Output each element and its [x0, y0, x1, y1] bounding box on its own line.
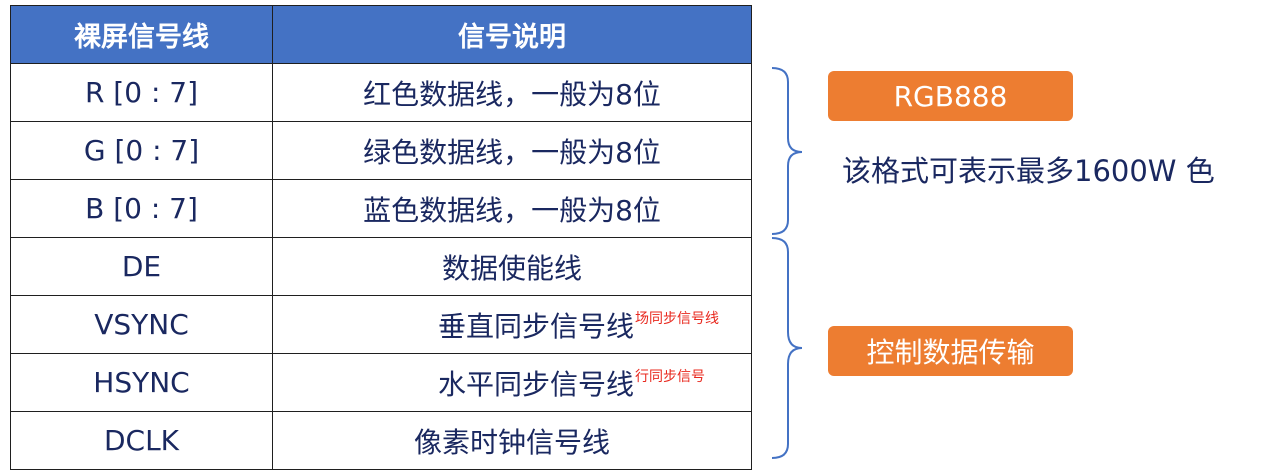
control-data-label: 控制数据传输: [828, 326, 1073, 376]
group-braces: [771, 67, 803, 459]
signal-description: 绿色数据线，一般为8位: [272, 121, 752, 180]
signal-description: 垂直同步信号线 场同步信号线: [272, 295, 752, 354]
header-signal-description: 信号说明: [272, 5, 752, 64]
signal-description-text: 数据使能线: [441, 251, 582, 285]
signal-name: VSYNC: [10, 295, 273, 354]
header-signal-line: 裸屏信号线: [10, 5, 273, 64]
color-capacity-text: 该格式可表示最多1600W 色: [842, 154, 1215, 188]
signal-description: 数据使能线: [272, 237, 752, 296]
table-header-row: 裸屏信号线 信号说明: [10, 5, 752, 64]
signal-name: DCLK: [10, 411, 273, 470]
control-group-brace: [771, 237, 803, 459]
annotation-note: 场同步信号线: [635, 311, 719, 327]
rgb888-label: RGB888: [828, 71, 1073, 121]
annotation-note: 行同步信号: [635, 369, 705, 385]
table-row: G [0 : 7] 绿色数据线，一般为8位: [10, 121, 752, 180]
signal-description-text: 水平同步信号线: [437, 367, 634, 401]
signal-table: 裸屏信号线 信号说明 R [0 : 7] 红色数据线，一般为8位 G [0 : …: [10, 5, 752, 470]
signal-description-text: 红色数据线，一般为8位: [363, 77, 661, 111]
signal-name: G [0 : 7]: [10, 121, 273, 180]
signal-name: DE: [10, 237, 273, 296]
signal-description-text: 蓝色数据线，一般为8位: [363, 193, 661, 227]
signal-description: 水平同步信号线 行同步信号: [272, 353, 752, 412]
signal-description-text: 像素时钟信号线: [413, 425, 610, 459]
table-row: VSYNC 垂直同步信号线 场同步信号线: [10, 295, 752, 354]
table-row: DCLK 像素时钟信号线: [10, 411, 752, 470]
signal-description: 蓝色数据线，一般为8位: [272, 179, 752, 238]
table-row: R [0 : 7] 红色数据线，一般为8位: [10, 63, 752, 122]
signal-description-text: 绿色数据线，一般为8位: [363, 135, 661, 169]
rgb-group-brace: [771, 67, 803, 235]
signal-name: HSYNC: [10, 353, 273, 412]
table-row: HSYNC 水平同步信号线 行同步信号: [10, 353, 752, 412]
signal-name: B [0 : 7]: [10, 179, 273, 238]
table-row: DE 数据使能线: [10, 237, 752, 296]
signal-description: 红色数据线，一般为8位: [272, 63, 752, 122]
signal-description: 像素时钟信号线: [272, 411, 752, 470]
signal-name: R [0 : 7]: [10, 63, 273, 122]
signal-description-text: 垂直同步信号线: [437, 309, 634, 343]
table-row: B [0 : 7] 蓝色数据线，一般为8位: [10, 179, 752, 238]
